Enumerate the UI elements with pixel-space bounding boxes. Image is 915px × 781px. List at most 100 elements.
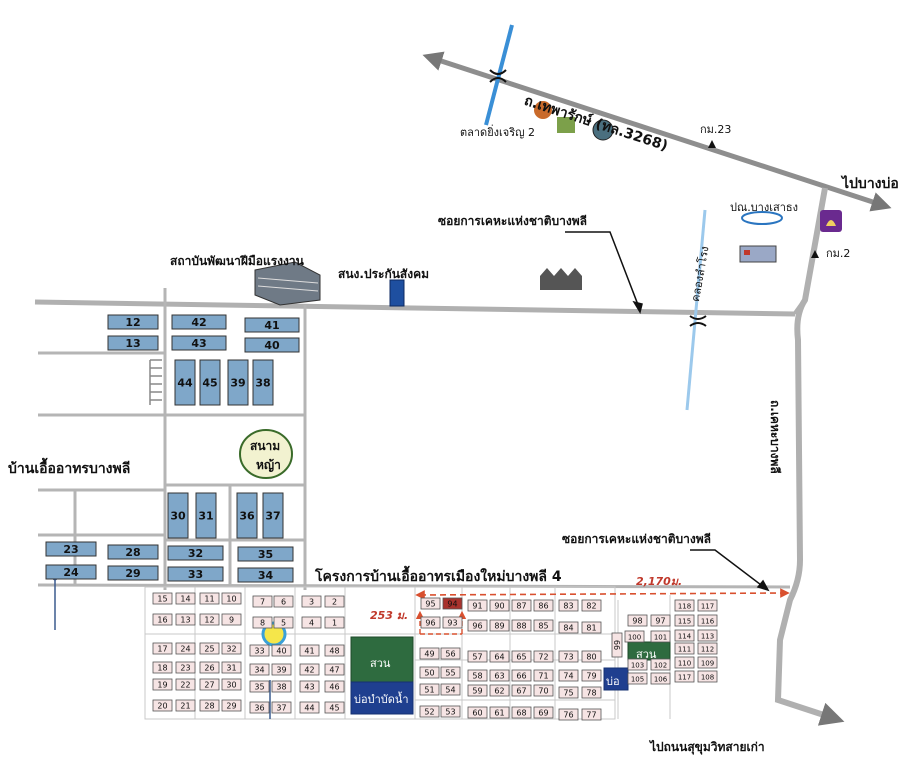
lot-12: 12 — [199, 613, 220, 626]
svg-text:110: 110 — [678, 660, 691, 668]
svg-text:55: 55 — [445, 669, 455, 678]
building-31: 31 — [195, 492, 217, 539]
building-12: 12 — [107, 314, 159, 330]
lot-103: 103 — [627, 658, 648, 671]
field-label-2: หญ้า — [256, 458, 281, 472]
kheha-bangphli-road — [774, 187, 845, 726]
lot-78: 78 — [581, 686, 602, 699]
bridge-icon — [489, 69, 707, 327]
project-title-label: โครงการบ้านเอื้ออาทรเมืองใหม่บางพลี 4 — [315, 569, 562, 585]
svg-text:103: 103 — [631, 662, 644, 670]
svg-text:80: 80 — [586, 653, 596, 662]
lot-28: 28 — [199, 699, 220, 712]
park-label-2: สวน — [636, 648, 657, 661]
institute-building-icon — [254, 261, 321, 306]
canal-line — [685, 209, 707, 411]
svg-text:30: 30 — [170, 510, 186, 523]
lot-117: 117 — [674, 670, 695, 683]
svg-text:31: 31 — [226, 664, 236, 673]
svg-text:32: 32 — [188, 547, 203, 560]
building-28: 28 — [107, 544, 159, 560]
lot-106: 106 — [650, 672, 671, 685]
svg-text:59: 59 — [472, 687, 482, 696]
lot-91: 91 — [467, 599, 488, 612]
svg-text:16: 16 — [157, 616, 167, 625]
svg-text:89: 89 — [494, 622, 504, 631]
to-bangbo-label: ไปบางบ่อ — [842, 176, 899, 192]
svg-text:56: 56 — [445, 650, 455, 659]
soi-bottom-label: ซอยการเคหะแห่งชาติบางพลี — [562, 532, 711, 546]
lot-74: 74 — [558, 669, 579, 682]
svg-text:21: 21 — [180, 702, 190, 711]
social-security-icon — [389, 279, 405, 307]
factory-icon — [540, 268, 582, 290]
svg-text:38: 38 — [276, 683, 286, 692]
svg-text:13: 13 — [125, 337, 140, 350]
svg-text:13: 13 — [180, 616, 190, 625]
building-42: 42 — [171, 314, 227, 330]
building-29: 29 — [107, 565, 159, 581]
building-45: 45 — [199, 359, 221, 406]
svg-text:40: 40 — [264, 339, 280, 352]
lot-97: 97 — [650, 614, 671, 627]
svg-text:10: 10 — [226, 595, 236, 604]
svg-text:9: 9 — [229, 616, 234, 625]
lot-8: 8 — [252, 616, 273, 629]
lot-69: 69 — [533, 706, 554, 719]
building-24: 24 — [45, 564, 97, 580]
bangsaothong-emblem-icon — [741, 211, 783, 225]
lot-22: 22 — [175, 678, 196, 691]
park-block-2 — [627, 641, 671, 661]
svg-text:17: 17 — [157, 645, 167, 654]
svg-text:64: 64 — [494, 653, 504, 662]
lot-48: 48 — [324, 644, 345, 657]
svg-text:38: 38 — [255, 377, 270, 390]
lot-76: 76 — [558, 708, 579, 721]
svg-text:47: 47 — [329, 666, 339, 675]
road-vertical-label: ถ.เคหะบางพลี — [768, 400, 782, 474]
svg-text:27: 27 — [204, 681, 214, 690]
lot-37: 37 — [271, 701, 292, 714]
svg-text:114: 114 — [678, 633, 692, 641]
building-40: 40 — [244, 337, 300, 353]
svg-text:50: 50 — [424, 669, 434, 678]
building-33: 33 — [167, 566, 224, 582]
lot-112: 112 — [697, 642, 718, 655]
svg-text:96: 96 — [472, 622, 482, 631]
lot-70: 70 — [533, 684, 554, 697]
svg-text:19: 19 — [157, 681, 167, 690]
lot-100: 100 — [624, 630, 645, 643]
lot-17: 17 — [152, 642, 173, 655]
svg-text:111: 111 — [678, 646, 691, 654]
lot-15: 15 — [152, 592, 173, 605]
svg-text:18: 18 — [157, 664, 167, 673]
project-left-label: บ้านเอื้ออาทรบางพลี — [8, 461, 131, 477]
lot-80: 80 — [581, 650, 602, 663]
svg-text:3: 3 — [309, 598, 314, 607]
lot-26: 26 — [199, 661, 220, 674]
svg-text:43: 43 — [191, 337, 206, 350]
pond-label: บ่อ — [606, 675, 620, 688]
svg-text:30: 30 — [226, 681, 236, 690]
lot-33: 33 — [249, 644, 270, 657]
building-34: 34 — [237, 567, 294, 583]
lot-9: 9 — [221, 613, 242, 626]
lot-116: 116 — [697, 614, 718, 627]
svg-text:37: 37 — [265, 510, 280, 523]
svg-text:53: 53 — [445, 708, 455, 717]
lot-50: 50 — [419, 666, 440, 679]
lot-113: 113 — [697, 629, 718, 642]
svg-text:88: 88 — [516, 622, 526, 631]
lot-102: 102 — [650, 658, 671, 671]
lot-3: 3 — [301, 595, 322, 608]
svg-text:113: 113 — [701, 633, 714, 641]
lot-23: 23 — [175, 661, 196, 674]
lot-87: 87 — [511, 599, 532, 612]
svg-text:91: 91 — [472, 602, 482, 611]
svg-text:15: 15 — [157, 595, 167, 604]
lot-98: 98 — [627, 614, 648, 627]
svg-text:86: 86 — [538, 602, 548, 611]
svg-text:8: 8 — [260, 619, 265, 628]
building-30: 30 — [167, 492, 189, 539]
building-13: 13 — [107, 335, 159, 351]
